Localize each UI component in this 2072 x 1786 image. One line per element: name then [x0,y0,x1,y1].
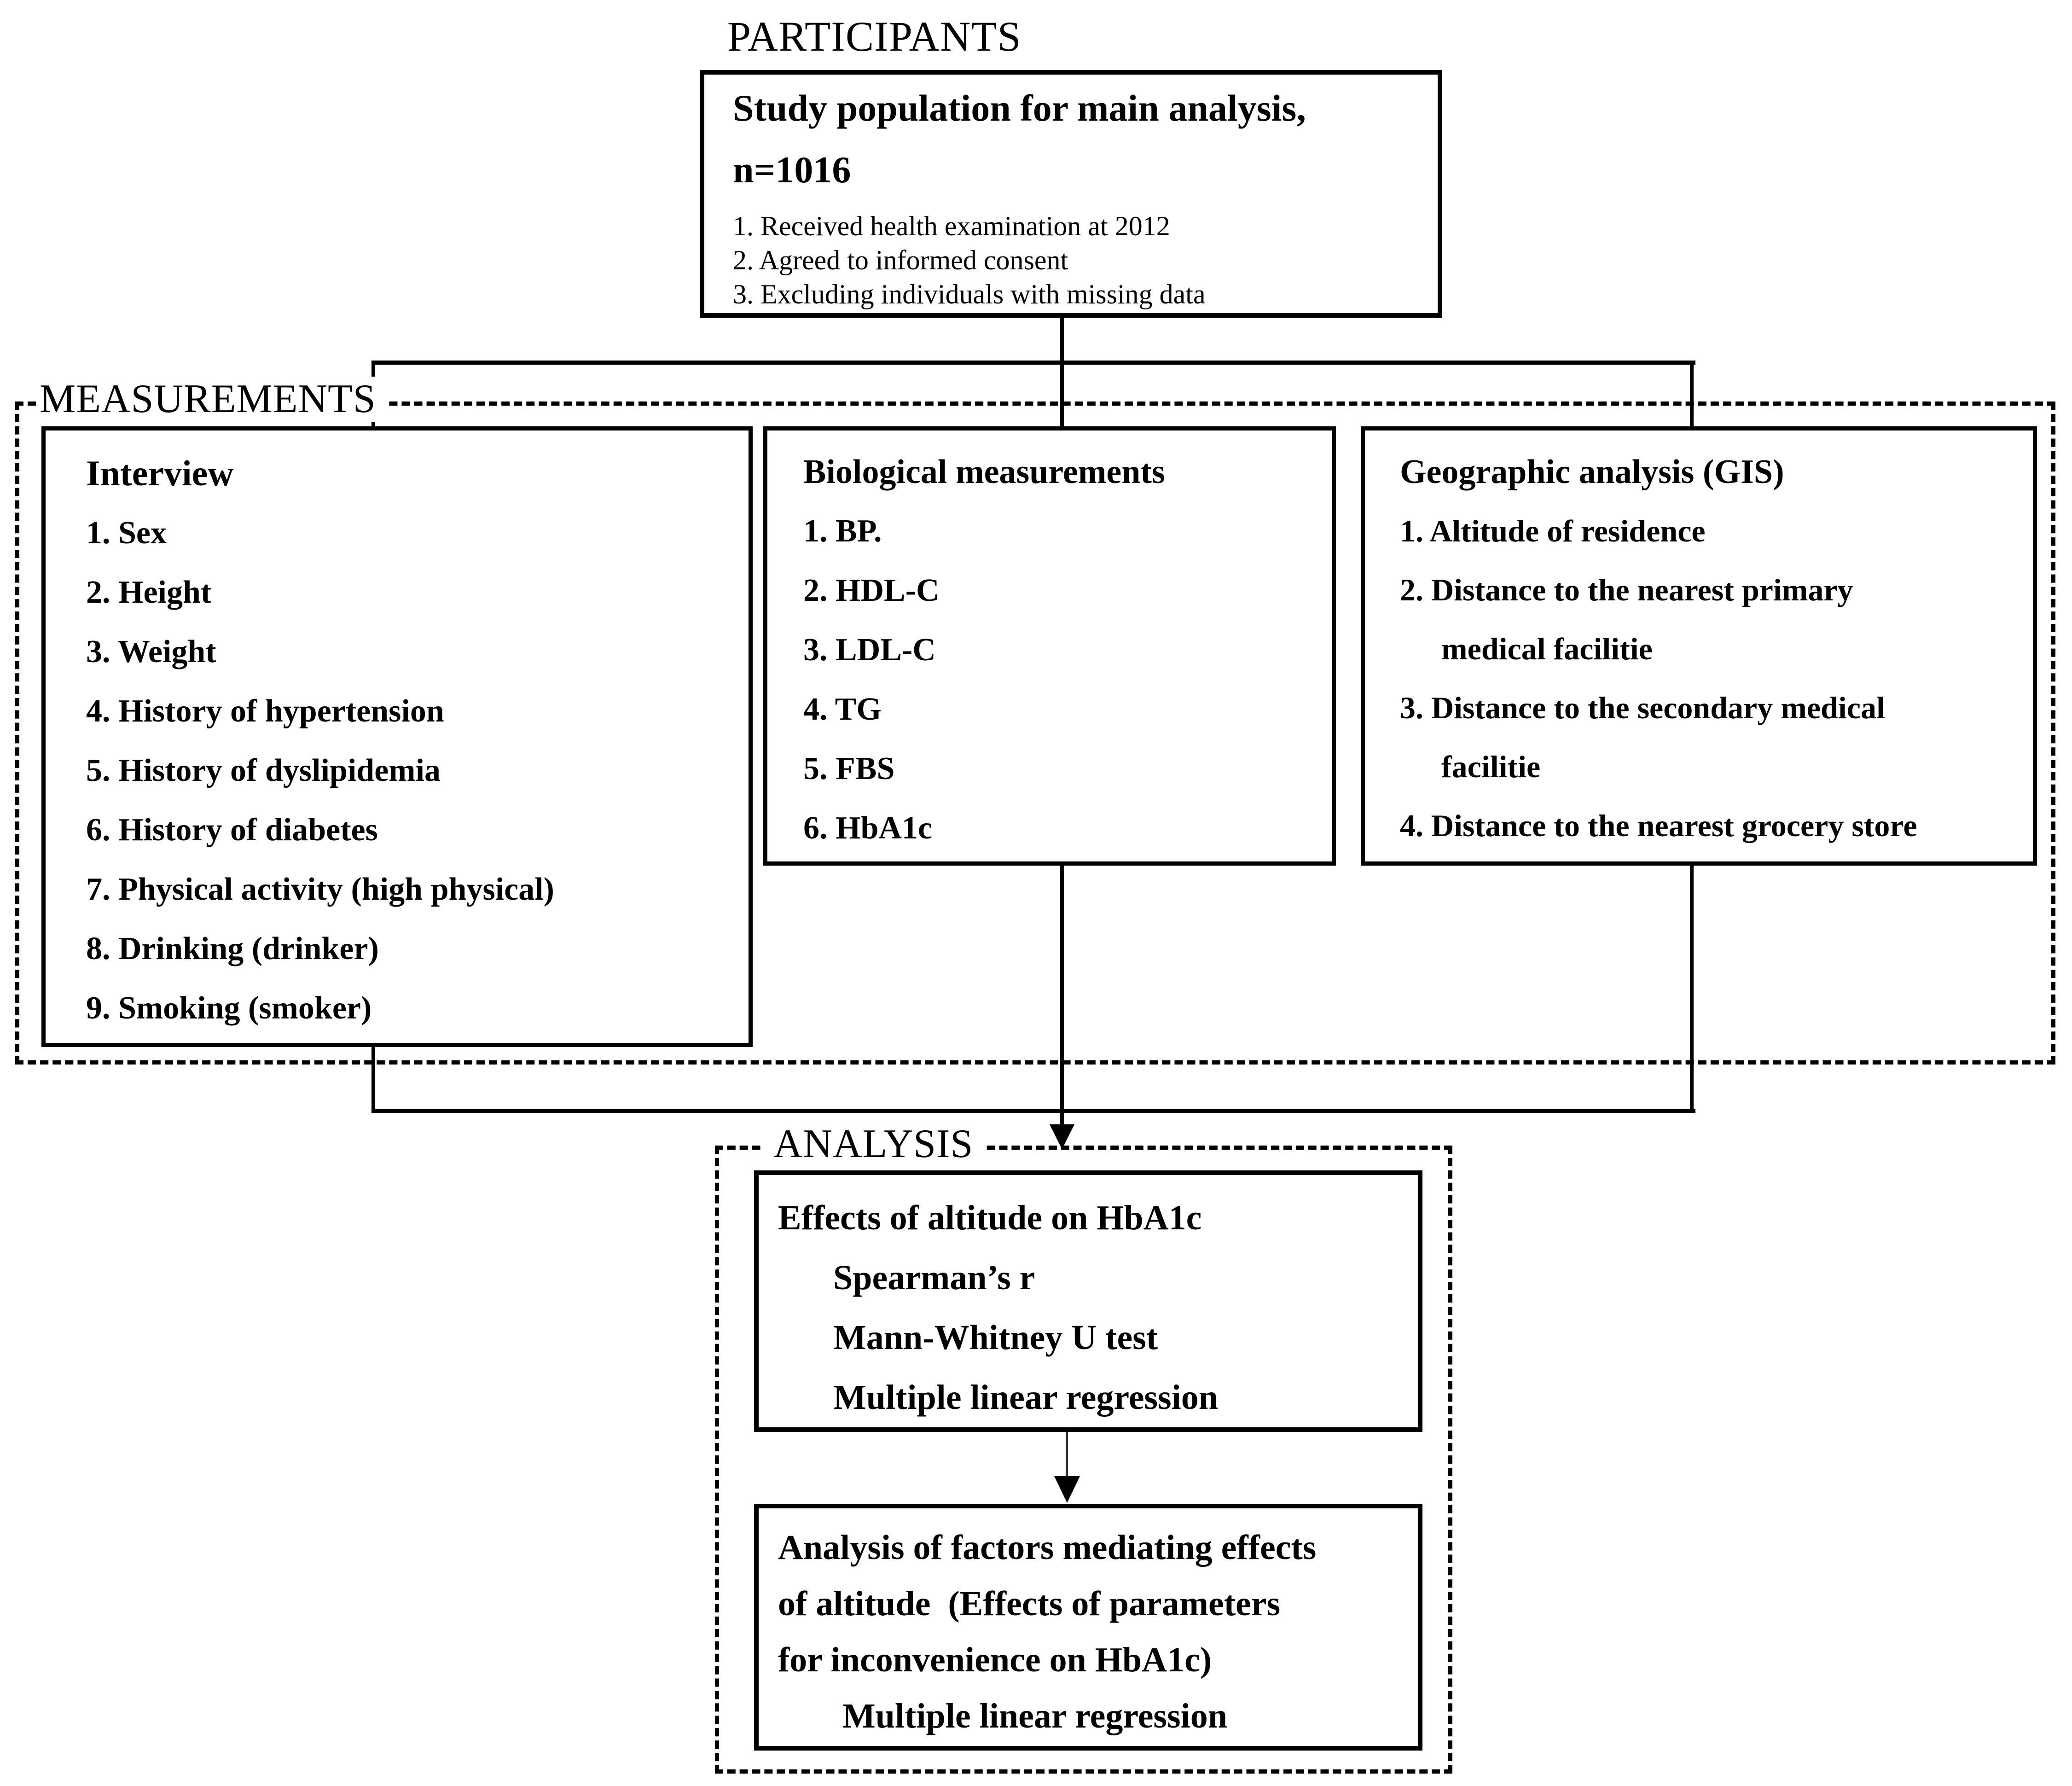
connector-top-branch-bar [371,361,1695,365]
analysis-mediating-line: for inconvenience on HbA1c) [778,1641,1212,1679]
down-arrowhead-icon [1054,1476,1080,1503]
connector-geographic-down [1690,865,1694,1113]
participants-criteria-list: 1. Received health examination at 2012 2… [733,209,1424,311]
geographic-item: 4. Distance to the nearest grocery store [1400,808,1917,843]
participants-criteria-item: 2. Agreed to informed consent [733,245,1068,275]
participants-box: Study population for main analysis, n=10… [700,70,1442,318]
connector-bottom-collector-bar [371,1109,1695,1113]
analysis-method: Mann-Whitney U test [833,1318,1158,1357]
analysis-method: Spearman’s r [833,1258,1035,1297]
participants-criteria-item: 1. Received health examination at 2012 [733,211,1170,241]
biological-item: 2. HDL-C [803,573,940,608]
participants-box-title-line2: n=1016 [733,149,851,191]
section-label-participants: PARTICIPANTS [727,13,1021,61]
participants-box-title-line1: Study population for main analysis, [733,87,1306,129]
connector-drop-geographic [1690,361,1694,428]
analysis-effects-title: Effects of altitude on HbA1c [778,1198,1202,1237]
interview-box: Interview 1. Sex 2. Height 3. Weight 4. … [41,426,753,1047]
analysis-mediating-line: Analysis of factors mediating effects [778,1528,1317,1567]
analysis-method: Multiple linear regression [842,1697,1227,1735]
connector-analysis-arrow-shaft [1066,1431,1068,1479]
interview-item: 9. Smoking (smoker) [86,990,372,1026]
down-arrowhead-icon [1050,1124,1074,1149]
geographic-item: 3. Distance to the secondary medical fac… [1400,690,1885,784]
analysis-mediating-box: Analysis of factors mediating effects of… [754,1504,1422,1751]
interview-item: 8. Drinking (drinker) [86,931,379,966]
biological-item: 1. BP. [803,513,882,549]
interview-item: 2. Height [86,575,212,610]
section-label-analysis: ANALYSIS [763,1122,984,1167]
interview-item: 5. History of dyslipidemia [86,753,441,788]
biological-item: 6. HbA1c [803,810,932,846]
measurements-dashed-region [15,401,2055,1065]
analysis-method: Multiple linear regression [833,1378,1218,1417]
biological-item: 3. LDL-C [803,632,936,668]
geographic-item: 1. Altitude of residence [1400,513,1706,548]
interview-item: 1. Sex [86,515,167,551]
connector-biological-down [1060,865,1064,1125]
connector-participants-stem [1060,317,1064,363]
biological-item: 4. TG [803,692,882,727]
geographic-analysis-box: Geographic analysis (GIS) 1. Altitude of… [1361,426,2037,866]
biological-measurements-box: Biological measurements 1. BP. 2. HDL-C … [763,426,1336,866]
analysis-effects-box: Effects of altitude on HbA1c Spearman’s … [754,1170,1422,1432]
geographic-item: 2. Distance to the nearest primary medic… [1400,572,1853,666]
interview-item: 6. History of diabetes [86,812,378,848]
biological-item: 5. FBS [803,751,895,786]
biological-box-title: Biological measurements [803,453,1165,491]
analysis-mediating-line: of altitude (Effects of parameters [778,1584,1281,1623]
interview-item: 4. History of hypertension [86,693,444,729]
interview-item: 7. Physical activity (high physical) [86,872,554,907]
connector-interview-down [371,1046,375,1113]
connector-drop-biological [1060,361,1064,428]
interview-box-title: Interview [86,453,234,493]
participants-criteria-item: 3. Excluding individuals with missing da… [733,279,1206,309]
geographic-box-title: Geographic analysis (GIS) [1400,453,1784,491]
section-label-measurements: MEASUREMENTS [40,377,386,422]
analysis-dashed-region [715,1146,1452,1774]
interview-item: 3. Weight [86,634,216,669]
